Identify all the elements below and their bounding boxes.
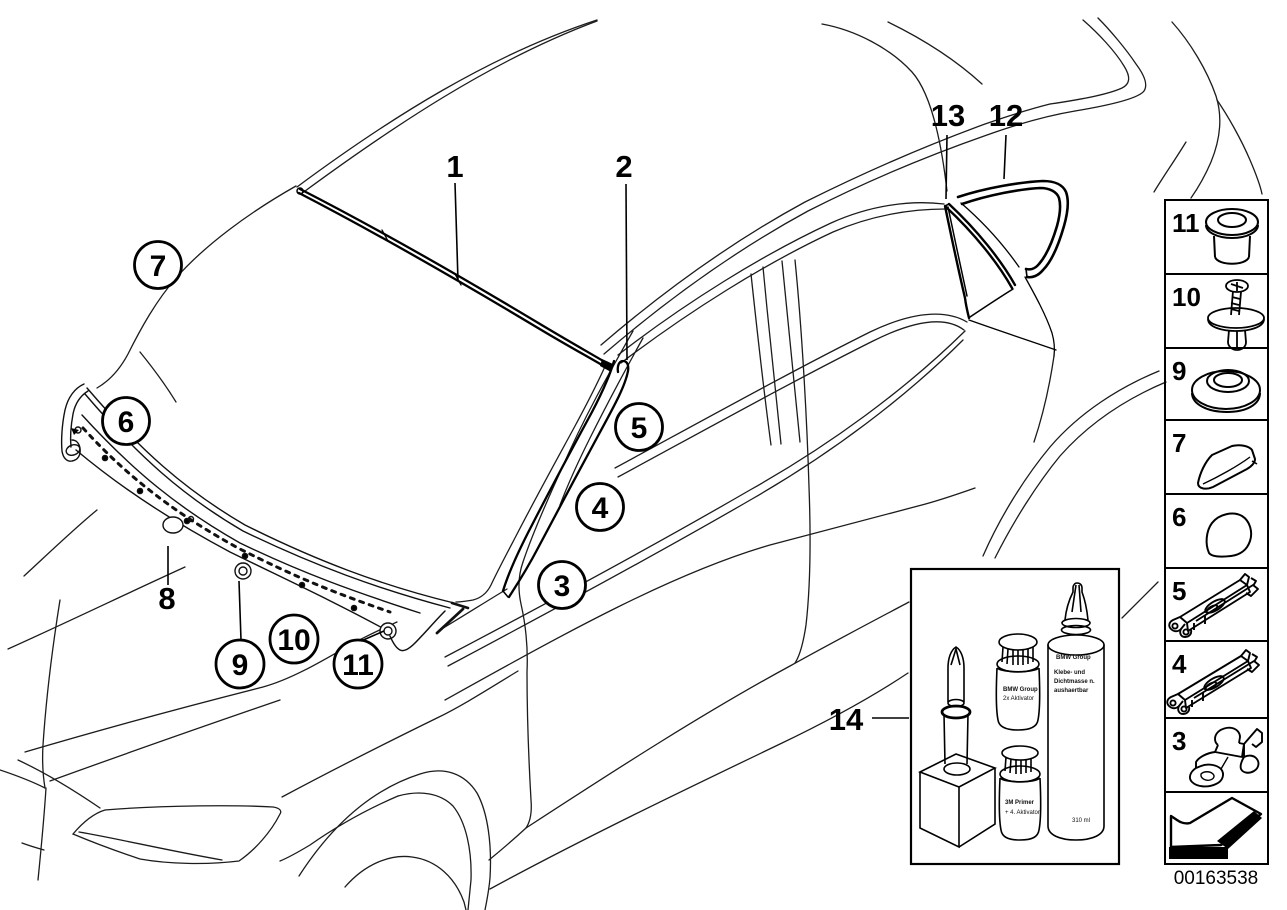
svg-text:3: 3: [1172, 726, 1186, 756]
svg-text:Dichtmasse n.: Dichtmasse n.: [1054, 679, 1095, 685]
svg-text:00163538: 00163538: [1174, 868, 1259, 889]
svg-text:Klebe- und: Klebe- und: [1054, 670, 1085, 676]
svg-text:BMW Group: BMW Group: [1056, 655, 1091, 661]
svg-text:5: 5: [631, 412, 648, 445]
svg-text:11: 11: [1172, 208, 1200, 238]
svg-text:aushaertbar: aushaertbar: [1054, 688, 1089, 694]
svg-text:2x Aktivator: 2x Aktivator: [1003, 696, 1034, 702]
svg-text:6: 6: [1172, 502, 1186, 532]
svg-text:6: 6: [118, 406, 135, 439]
svg-text:9: 9: [1172, 356, 1186, 386]
svg-text:10: 10: [277, 624, 310, 657]
svg-text:12: 12: [989, 98, 1023, 133]
svg-text:4: 4: [1172, 649, 1187, 679]
svg-text:BMW Group: BMW Group: [1003, 687, 1038, 693]
svg-text:2: 2: [615, 149, 632, 184]
svg-text:3M Primer: 3M Primer: [1005, 800, 1035, 806]
svg-text:4: 4: [592, 492, 609, 525]
svg-text:11: 11: [342, 649, 374, 682]
svg-text:3: 3: [554, 570, 571, 603]
svg-text:7: 7: [1172, 428, 1186, 458]
svg-text:14: 14: [829, 702, 864, 737]
svg-text:10: 10: [1172, 282, 1201, 312]
svg-text:9: 9: [232, 649, 249, 682]
svg-text:13: 13: [931, 98, 965, 133]
svg-text:5: 5: [1172, 576, 1186, 606]
svg-text:310 ml: 310 ml: [1072, 818, 1090, 824]
svg-text:7: 7: [150, 250, 167, 283]
svg-text:8: 8: [158, 581, 175, 616]
svg-text:1: 1: [446, 149, 463, 184]
svg-text:+ 4. Aktivator: + 4. Aktivator: [1005, 810, 1040, 816]
